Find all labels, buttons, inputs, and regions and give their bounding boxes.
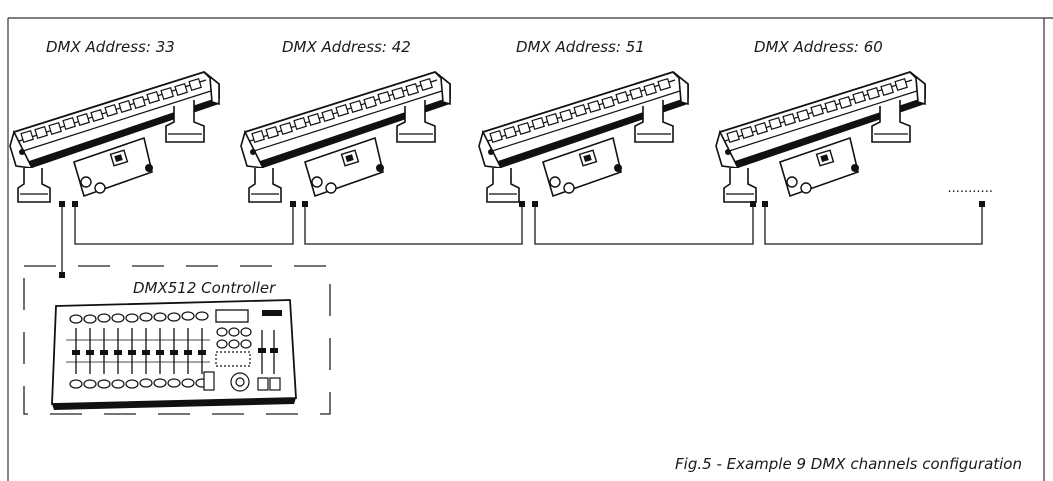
figure-caption: Fig.5 - Example 9 DMX channels configura… [675,455,1022,473]
dmx-cable-run [61,205,983,275]
fixture-address-label-2: DMX Address: 42 [282,38,411,56]
controller-dashed-frame [23,265,331,415]
continuation-mark: ........... [948,181,993,196]
dmx512-controller [51,299,297,410]
led-bar-fixture-2 [240,71,451,203]
fixture-address-label-4: DMX Address: 60 [754,38,883,56]
dmx-connectors [59,201,985,278]
led-bar-fixture-4 [715,71,926,203]
led-bar-fixture-1 [9,71,220,203]
controller-label: DMX512 Controller [133,279,276,297]
fixture-address-label-3: DMX Address: 51 [516,38,645,56]
fixture-address-label-1: DMX Address: 33 [46,38,175,56]
figure-frame [7,17,1053,481]
led-bar-fixture-3 [478,71,689,203]
